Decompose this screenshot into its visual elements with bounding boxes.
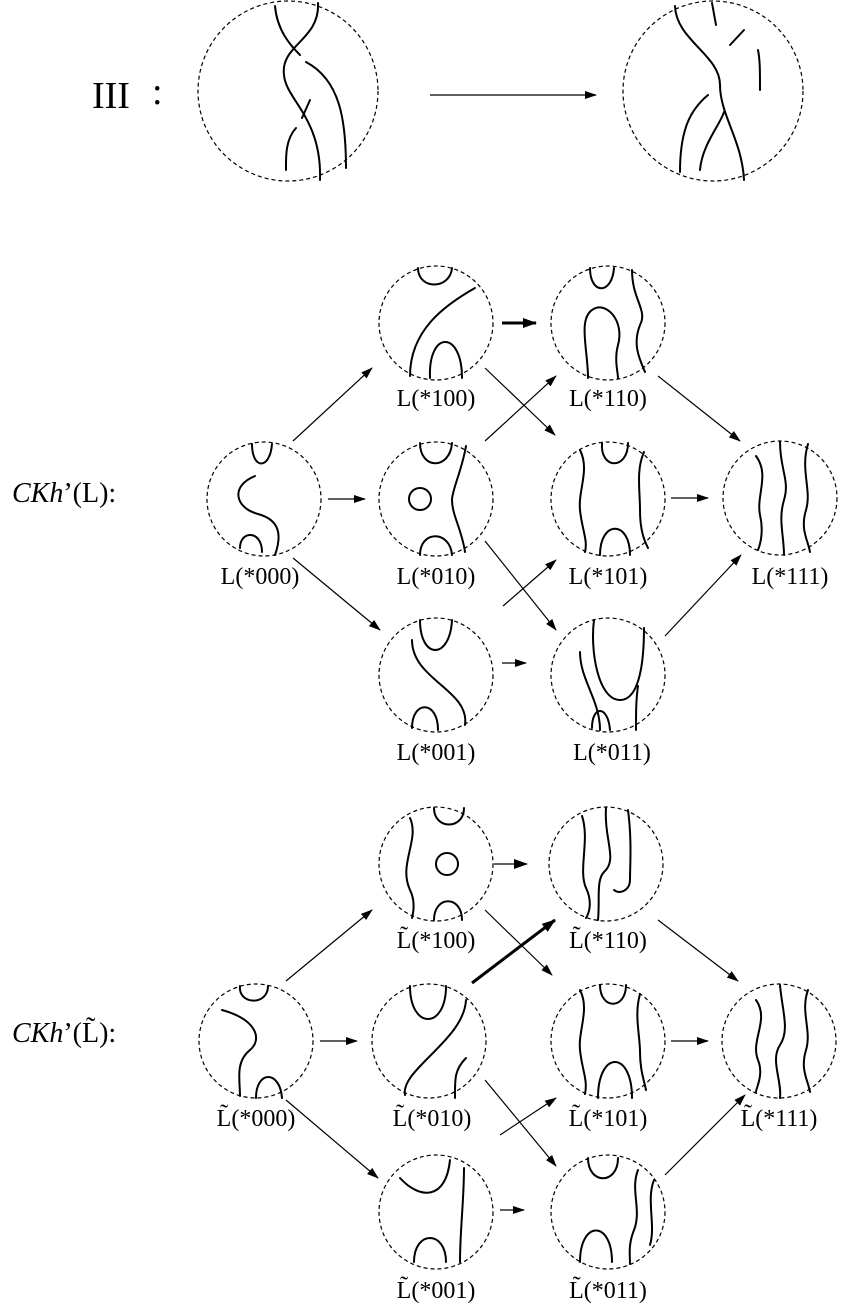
complex-grid-L-tilde: CKh’(L̃): xyxy=(12,806,837,1304)
node-label: L̃(*100) xyxy=(397,926,476,954)
complex-label-L: CKh’(L): xyxy=(12,478,116,509)
node-label: L(*100) xyxy=(397,386,476,412)
move-left-diagram xyxy=(197,0,379,182)
move-colon: : xyxy=(152,71,163,113)
node-label: L(*011) xyxy=(573,740,651,766)
node-label: L(*111) xyxy=(752,564,829,590)
node-label: L̃(*000) xyxy=(217,1104,296,1132)
node-label: L̃(*010) xyxy=(393,1104,472,1132)
complex-grid-L: CKh’(L): xyxy=(12,265,838,766)
reidemeister-move: III : xyxy=(92,0,804,182)
node-label: L̃(*001) xyxy=(397,1276,476,1304)
node-label: L̃(*110) xyxy=(569,926,647,954)
node-label: L̃(*101) xyxy=(569,1104,648,1132)
node-label: L(*101) xyxy=(569,564,648,590)
node-label: L̃(*011) xyxy=(569,1276,647,1304)
node-label: L(*001) xyxy=(397,740,476,766)
node-label: L(*000) xyxy=(221,564,300,590)
complex-label-L-tilde: CKh’(L̃): xyxy=(12,1017,116,1049)
node-label: L̃(*111) xyxy=(741,1104,818,1132)
node-label: L(*010) xyxy=(397,564,476,590)
move-right-diagram xyxy=(622,0,804,182)
move-label: III xyxy=(92,75,130,117)
node-label: L(*110) xyxy=(569,386,647,412)
